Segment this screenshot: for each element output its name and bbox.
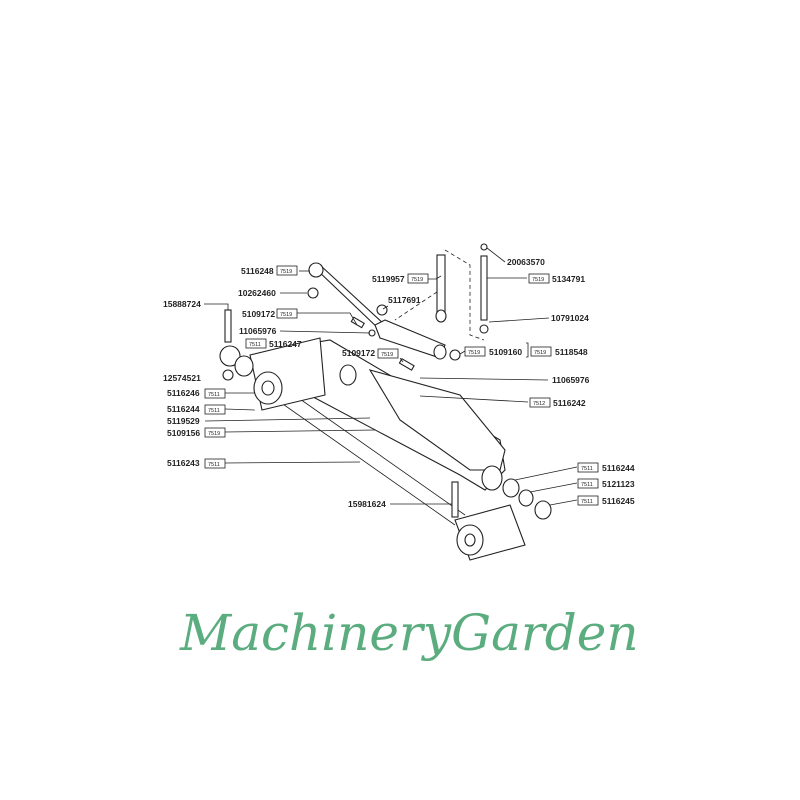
svg-text:7519: 7519 <box>534 350 546 356</box>
svg-text:7519: 7519 <box>532 277 544 283</box>
part-labels: 5116248 7519 10262460 15888724 5109172 751… <box>163 257 635 509</box>
cross-shaft <box>269 394 456 526</box>
svg-text:5116246: 5116246 <box>167 388 200 398</box>
bolt <box>224 309 232 343</box>
svg-text:7519: 7519 <box>381 352 393 358</box>
svg-text:5119957: 5119957 <box>372 274 405 284</box>
svg-text:7511: 7511 <box>581 466 593 472</box>
part-label: 5119957 7519 <box>372 273 429 284</box>
svg-text:12574521: 12574521 <box>163 373 201 383</box>
svg-text:10262460: 10262460 <box>238 288 276 298</box>
part-label: 5109172 7519 <box>342 348 399 359</box>
svg-text:5116247: 5116247 <box>269 339 302 349</box>
bushing <box>449 349 461 361</box>
svg-text:7511: 7511 <box>208 392 220 398</box>
svg-text:7511: 7511 <box>581 482 593 488</box>
parts-drawing <box>219 243 552 561</box>
svg-text:5109156: 5109156 <box>167 428 200 438</box>
bolt <box>451 481 459 518</box>
bushing <box>534 500 552 520</box>
svg-text:15888724: 15888724 <box>163 299 201 309</box>
washer <box>518 489 534 507</box>
part-label: 7519 5118548 <box>526 342 588 358</box>
part-label: 7511 5116244 <box>577 462 635 473</box>
svg-text:7511: 7511 <box>581 499 593 505</box>
svg-text:5134791: 5134791 <box>552 274 585 284</box>
svg-text:5116244: 5116244 <box>167 404 200 414</box>
svg-text:5121123: 5121123 <box>602 479 635 489</box>
nut <box>479 324 489 334</box>
part-label: 15981624 <box>348 499 386 509</box>
part-label: 12574521 <box>163 373 201 383</box>
svg-text:5116248: 5116248 <box>241 266 274 276</box>
svg-text:7519: 7519 <box>280 312 292 318</box>
leader-lines <box>204 247 578 506</box>
bearing <box>339 364 357 386</box>
svg-text:7519: 7519 <box>468 350 480 356</box>
part-label: 11065976 <box>239 326 277 336</box>
part-label: 7511 5121123 <box>577 478 635 489</box>
bushing <box>376 304 388 316</box>
bushing <box>502 478 520 498</box>
svg-text:7519: 7519 <box>411 277 423 283</box>
svg-text:5109160: 5109160 <box>489 347 522 357</box>
part-label: 7519 5109160 <box>464 346 522 357</box>
svg-text:5109172: 5109172 <box>342 348 375 358</box>
part-label: 7511 5116247 <box>245 338 302 349</box>
nut <box>222 369 234 381</box>
svg-text:5117691: 5117691 <box>388 295 421 305</box>
svg-text:5119529: 5119529 <box>167 416 200 426</box>
part-label: 5117691 <box>388 295 421 305</box>
part-label: 7512 5116242 <box>529 397 586 408</box>
bushing <box>219 345 241 367</box>
svg-text:7511: 7511 <box>249 342 261 348</box>
svg-text:7519: 7519 <box>280 269 292 275</box>
part-label: 5116243 7511 <box>167 458 226 469</box>
part-label: 7519 5134791 <box>528 273 585 284</box>
part-label: 20063570 <box>507 257 545 267</box>
part-label: 11065976 <box>552 375 590 385</box>
part-label: 7511 5116245 <box>577 495 635 506</box>
svg-text:5116244: 5116244 <box>602 463 635 473</box>
svg-text:11065976: 11065976 <box>239 326 277 336</box>
svg-text:7511: 7511 <box>208 462 220 468</box>
svg-text:11065976: 11065976 <box>552 375 590 385</box>
svg-text:5116243: 5116243 <box>167 458 200 468</box>
washer <box>307 287 319 299</box>
svg-text:5116245: 5116245 <box>602 496 635 506</box>
part-label: 5109172 7519 <box>242 308 298 319</box>
svg-text:5109172: 5109172 <box>242 309 275 319</box>
svg-text:7511: 7511 <box>208 408 220 414</box>
bushing <box>234 355 254 377</box>
part-label: 5119529 <box>167 416 200 426</box>
svg-text:5118548: 5118548 <box>555 347 588 357</box>
part-label: 10262460 <box>238 288 276 298</box>
part-label: 5116246 7511 <box>167 388 226 399</box>
part-label: 10791024 <box>551 313 589 323</box>
part-label: 15888724 <box>163 299 201 309</box>
stud <box>480 255 488 321</box>
part-label: 5116244 7511 <box>167 404 226 415</box>
vertical-link <box>436 254 446 318</box>
part-label: 5109156 7519 <box>167 427 226 438</box>
watermark: MachineryGarden <box>179 604 639 662</box>
svg-text:15981624: 15981624 <box>348 499 386 509</box>
svg-text:7519: 7519 <box>208 431 220 437</box>
svg-text:7512: 7512 <box>533 401 545 407</box>
housing-bore <box>481 465 503 491</box>
part-label: 5116248 7519 <box>241 265 298 276</box>
svg-text:5116242: 5116242 <box>553 398 586 408</box>
svg-text:20063570: 20063570 <box>507 257 545 267</box>
svg-text:10791024: 10791024 <box>551 313 589 323</box>
